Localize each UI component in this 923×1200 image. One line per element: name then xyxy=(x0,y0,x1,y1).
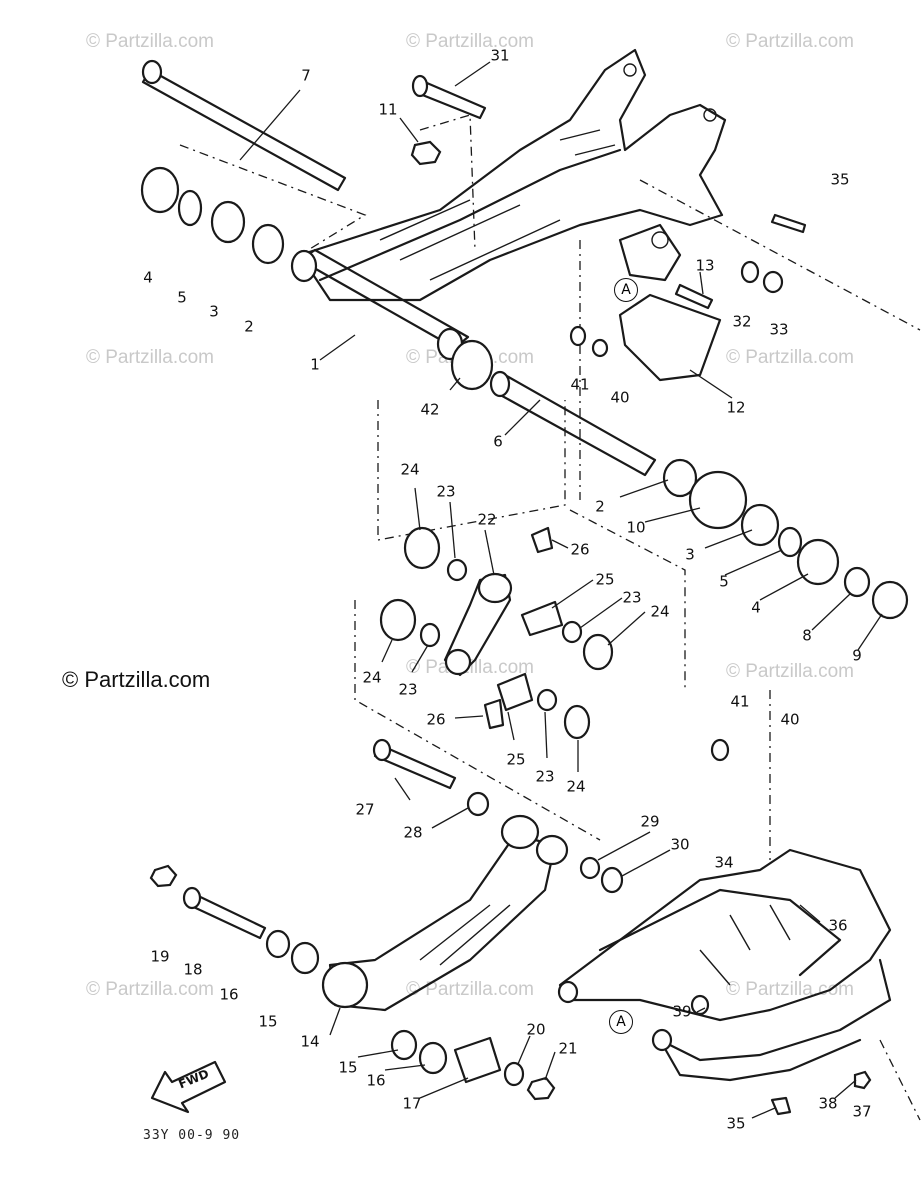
washer-30 xyxy=(600,866,624,894)
swingarm xyxy=(290,48,727,361)
relay-bolt xyxy=(372,738,490,817)
part-callout: 32 xyxy=(732,312,752,331)
lower-bushing-stack xyxy=(390,1029,556,1101)
part-callout: 40 xyxy=(780,710,800,729)
part-callout: 13 xyxy=(695,256,715,275)
part-callout: 40 xyxy=(610,388,630,407)
part-callout: 22 xyxy=(477,510,497,529)
small-washers-top xyxy=(569,213,807,358)
part-callout: 2 xyxy=(244,317,254,336)
collar xyxy=(450,339,494,391)
watermark: © Partzilla.com xyxy=(85,31,215,52)
watermark: © Partzilla.com xyxy=(85,979,215,1000)
part-callout: 5 xyxy=(719,572,729,591)
part-callout: 1 xyxy=(310,355,320,374)
part-callout: 25 xyxy=(595,570,615,589)
part-callout: 23 xyxy=(398,680,418,699)
part-callout: 10 xyxy=(626,518,646,537)
part-callout: 23 xyxy=(436,482,456,501)
watermark: © Partzilla.com xyxy=(85,347,215,368)
part-callout: 36 xyxy=(828,916,848,935)
part-callout: 26 xyxy=(426,710,446,729)
washer-29 xyxy=(579,856,601,880)
part-callout: 3 xyxy=(209,302,219,321)
copyright-notice: © Partzilla.com xyxy=(62,667,211,692)
part-callout: 11 xyxy=(378,100,398,119)
relay-arm xyxy=(379,526,614,740)
washer-mid xyxy=(710,738,730,762)
part-callout: 34 xyxy=(714,853,734,872)
part-callout: 15 xyxy=(338,1058,358,1077)
part-callout: 4 xyxy=(751,598,761,617)
bracket xyxy=(618,223,722,382)
watermark: © Partzilla.com xyxy=(725,661,855,682)
collar-shaft xyxy=(489,370,657,477)
watermark: © Partzilla.com xyxy=(405,657,535,678)
watermark: © Partzilla.com xyxy=(725,347,855,368)
part-callout: 23 xyxy=(622,588,642,607)
leader-lines xyxy=(239,61,883,1119)
assembly-guide-lines xyxy=(179,114,921,1121)
part-callout: 8 xyxy=(802,626,812,645)
diagram-code: 33Y 00-9 90 xyxy=(143,1128,241,1143)
watermark: © Partzilla.com xyxy=(725,31,855,52)
part-callout: 5 xyxy=(177,288,187,307)
part-callout: 35 xyxy=(830,170,850,189)
part-callout: 4 xyxy=(143,268,153,287)
part-callout: 41 xyxy=(730,692,750,711)
part-callout: 19 xyxy=(150,947,170,966)
part-callout: 14 xyxy=(300,1032,320,1051)
part-callout: 15 xyxy=(258,1012,278,1031)
watermark: © Partzilla.com xyxy=(405,31,535,52)
part-callout: 35 xyxy=(726,1114,746,1133)
part-callout: 33 xyxy=(769,320,789,339)
part-callout: 20 xyxy=(526,1020,546,1039)
part-callout: 37 xyxy=(852,1102,872,1121)
part-callout: 27 xyxy=(355,800,375,819)
part-callout: 18 xyxy=(183,960,203,979)
part-callout: 24 xyxy=(566,777,586,796)
bolt-top xyxy=(411,74,487,120)
part-callout: 29 xyxy=(640,812,660,831)
part-callout: 23 xyxy=(535,767,555,786)
part-callout: 31 xyxy=(490,46,510,65)
pivot-shaft xyxy=(141,59,347,192)
part-callout: 9 xyxy=(852,646,862,665)
left-bushing-stack xyxy=(140,166,285,265)
right-bushing-stack xyxy=(662,458,909,620)
part-callout: 16 xyxy=(366,1071,386,1090)
part-callout: 2 xyxy=(595,497,605,516)
part-callout: 7 xyxy=(301,66,311,85)
part-callout: 28 xyxy=(403,823,423,842)
part-callout: 17 xyxy=(402,1094,422,1113)
reference-mark-a: A xyxy=(614,278,638,302)
guard-frame xyxy=(557,848,892,1116)
part-callout: 39 xyxy=(672,1002,692,1021)
lower-bolt xyxy=(149,864,320,975)
part-callout: 16 xyxy=(219,985,239,1004)
part-callout: 12 xyxy=(726,398,746,417)
part-callout: 30 xyxy=(670,835,690,854)
part-callout: 24 xyxy=(650,602,670,621)
part-callout: 24 xyxy=(400,460,420,479)
part-callout: 21 xyxy=(558,1039,578,1058)
watermark: © Partzilla.com xyxy=(725,979,855,1000)
watermark: © Partzilla.com xyxy=(405,979,535,1000)
part-callout: 38 xyxy=(818,1094,838,1113)
fwd-arrow-icon xyxy=(150,1060,227,1114)
part-callout: 6 xyxy=(493,432,503,451)
reference-mark-a: A xyxy=(609,1010,633,1034)
connecting-arm xyxy=(321,814,569,1012)
part-callout: 3 xyxy=(685,545,695,564)
part-callout: 24 xyxy=(362,668,382,687)
part-callout: 41 xyxy=(570,375,590,394)
part-callout: 25 xyxy=(506,750,526,769)
nut-small xyxy=(410,140,442,166)
part-callout: 42 xyxy=(420,400,440,419)
part-callout: 26 xyxy=(570,540,590,559)
